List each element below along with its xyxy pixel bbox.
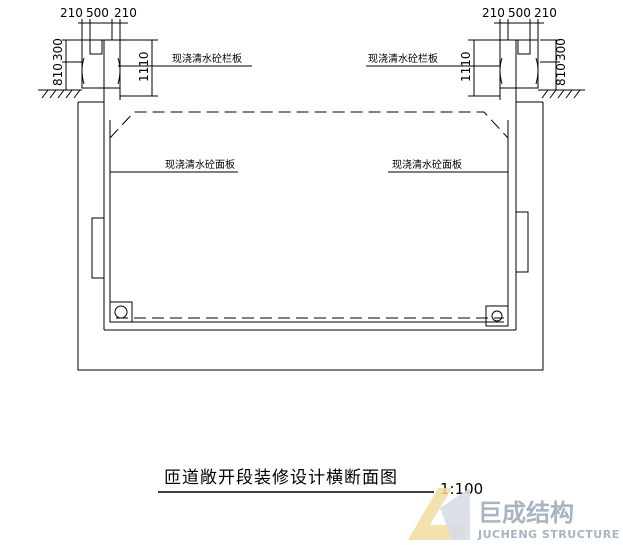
dim-side-right-1: 810 xyxy=(554,63,568,86)
watermark-name-en: JUCHENG STRUCTURE xyxy=(477,528,620,541)
dim-railing-right: 1110 xyxy=(459,51,473,82)
dim-side-right-2: 300 xyxy=(554,38,568,61)
side-dimension-left xyxy=(62,39,82,91)
top-dimension-left xyxy=(78,19,128,40)
dim-top-left-2: 500 xyxy=(86,6,109,20)
watermark-logo xyxy=(408,488,470,540)
watermark-name-cn: 巨成结构 xyxy=(478,499,574,527)
drawing-scale: 1:100 xyxy=(440,480,483,498)
dim-top-left-1: 210 xyxy=(60,6,83,20)
right-wall-bump xyxy=(515,211,529,273)
dim-top-right-3: 210 xyxy=(534,6,557,20)
side-dimension-right xyxy=(540,39,560,91)
label-railing-panel-left: 现浇清水砼栏板 xyxy=(172,52,242,65)
dim-top-right-1: 210 xyxy=(482,6,505,20)
right-ground xyxy=(538,89,585,99)
leader-lines xyxy=(110,65,508,173)
label-surface-panel-right: 现浇清水砼面板 xyxy=(392,158,462,171)
decorative-panel-outline xyxy=(109,111,509,319)
dim-side-left-2: 300 xyxy=(51,38,65,61)
left-drain xyxy=(109,301,133,323)
left-wall-bump xyxy=(91,217,105,279)
outer-wall-outline xyxy=(77,102,544,371)
left-parapet xyxy=(81,39,121,100)
right-drain xyxy=(485,305,509,327)
label-surface-panel-left: 现浇清水砼面板 xyxy=(165,158,235,171)
dim-side-left-1: 810 xyxy=(51,63,65,86)
label-railing-panel-right: 现浇清水砼栏板 xyxy=(368,52,438,65)
drawing-title: 匝道敞开段装修设计横断面图 xyxy=(164,468,398,488)
railing-dimension-right xyxy=(468,39,500,97)
dim-railing-left: 1110 xyxy=(137,51,151,82)
dim-top-right-2: 500 xyxy=(508,6,531,20)
left-ground xyxy=(38,89,82,99)
dim-top-left-3: 210 xyxy=(114,6,137,20)
railing-dimension-left xyxy=(120,39,158,97)
top-dimension-right xyxy=(494,19,544,40)
right-parapet xyxy=(499,39,539,100)
